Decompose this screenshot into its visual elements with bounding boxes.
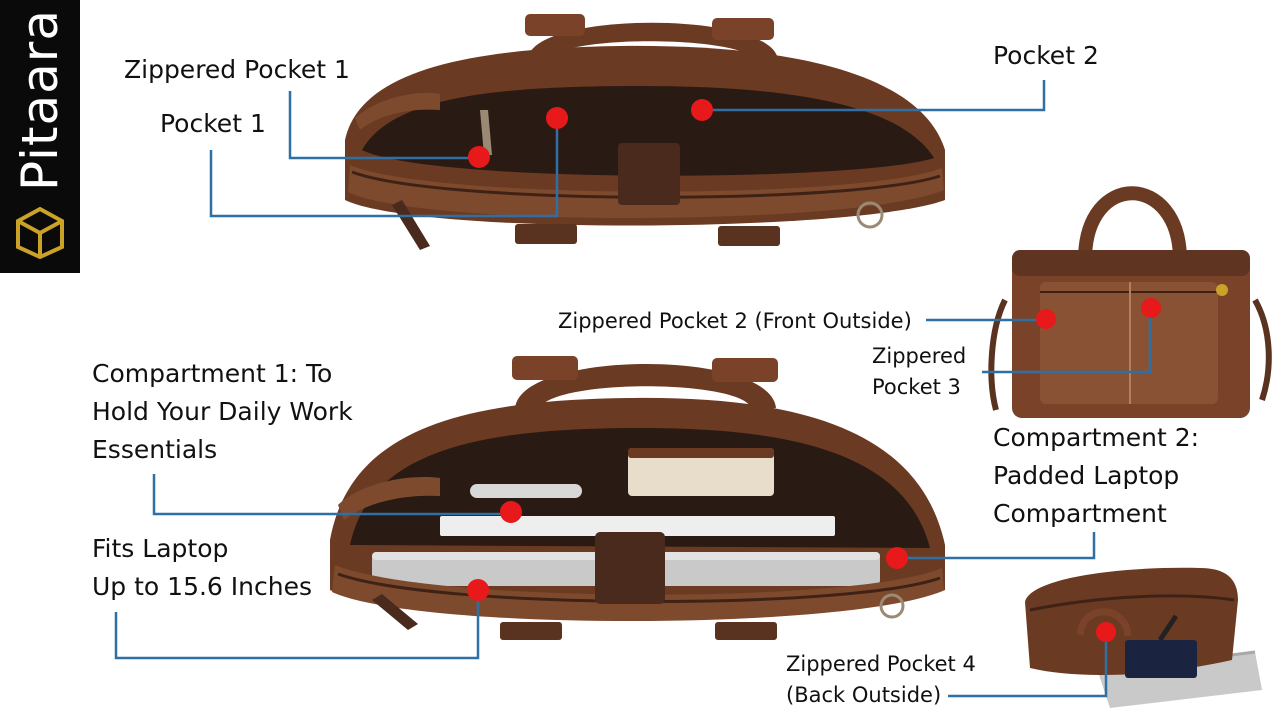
brand-name: Pitaara [11,8,69,192]
marker-dots [467,99,1161,642]
label-fits-laptop: Fits Laptop Up to 15.6 Inches [92,534,312,601]
marker-dot-zippered-pocket-3 [1141,298,1161,318]
leader-line-zippered-pocket-4 [948,632,1108,698]
marker-dot-compartment-2 [886,547,908,569]
label-compartment-2: Compartment 2: Padded Laptop Compartment [993,423,1200,528]
top-open-bag-photo [345,14,945,250]
marker-dot-zippered-pocket-2 [1036,309,1056,329]
label-zippered-pocket-3: Zippered Pocket 3 [872,344,967,399]
marker-dot-pocket-2 [691,99,713,121]
leader-line-compartment-2 [896,532,1096,560]
label-compartment-1: Compartment 1: To Hold Your Daily Work E… [92,359,353,464]
label-pocket-2: Pocket 2 [993,41,1099,70]
leader-line-zippered-pocket-1 [288,91,479,160]
leader-line-compartment-1 [152,474,511,516]
marker-dot-fits-laptop [467,579,489,601]
label-pocket-1: Pocket 1 [160,109,266,138]
closed-bag-front-photo [988,186,1272,418]
brand-panel: Pitaara [0,0,80,273]
marker-dot-compartment-1 [500,501,522,523]
closed-bag-back-photo [1025,567,1262,708]
leader-lines [114,80,1152,698]
bottom-open-bag-photo [330,356,945,640]
leader-line-pocket-1 [209,118,559,218]
marker-dot-zippered-pocket-1 [468,146,490,168]
marker-dot-pocket-1 [546,107,568,129]
brand-logo-icon [16,206,64,259]
leader-line-fits-laptop [114,590,480,660]
label-zippered-pocket-4: Zippered Pocket 4 (Back Outside) [786,652,976,707]
label-zippered-pocket-2: Zippered Pocket 2 (Front Outside) [558,309,912,333]
marker-dot-zippered-pocket-4 [1096,622,1116,642]
leader-line-pocket-2 [702,80,1046,112]
leader-line-zippered-pocket-3 [982,308,1152,374]
label-zippered-pocket-1: Zippered Pocket 1 [124,55,350,84]
